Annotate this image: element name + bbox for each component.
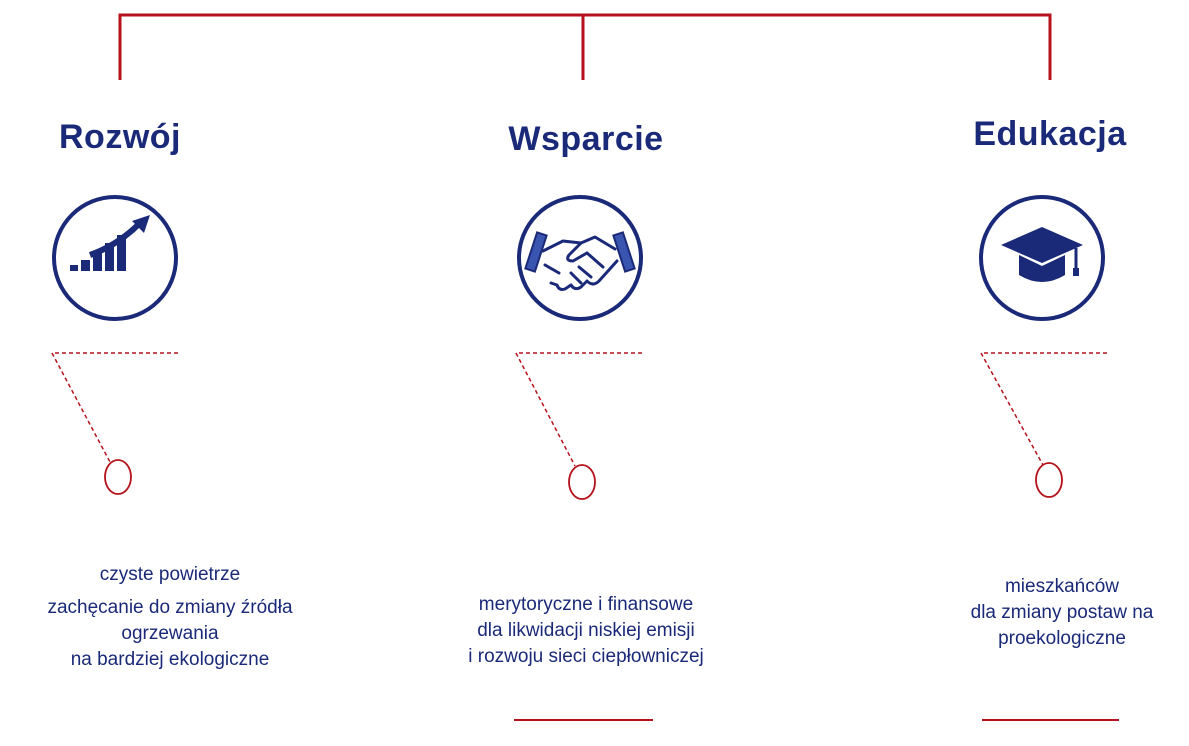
- column-title-wsparcie: Wsparcie: [508, 120, 664, 158]
- leader-line-3: [979, 352, 1107, 466]
- description-line: dla likwidacji niskiej emisji: [477, 620, 695, 641]
- leader-line-2: [514, 352, 642, 467]
- marker-circle-1: [104, 459, 132, 495]
- description-line: zachęcanie do zmiany źródła: [47, 597, 293, 618]
- leader-line-1: [50, 352, 178, 463]
- marker-circle-3: [1035, 462, 1063, 498]
- column-title-edukacja: Edukacja: [973, 115, 1127, 153]
- description-line: ogrzewania: [121, 623, 219, 644]
- description-line: merytoryczne i finansowe: [478, 594, 694, 615]
- marker-circle-2: [568, 464, 596, 500]
- description-line: czyste powietrze: [99, 564, 241, 585]
- description-line: dla zmiany postaw na: [970, 602, 1154, 623]
- handshake-icon: [515, 193, 645, 323]
- tree-bracket: [118, 13, 1052, 80]
- column-description-1: czyste powietrze zachęcanie do zmiany źr…: [47, 562, 292, 673]
- column-title-rozwoj: Rozwój: [59, 118, 181, 156]
- column-description-3: mieszkańców dla zmiany postaw na proekol…: [971, 574, 1154, 652]
- description-line: na bardziej ekologiczne: [70, 649, 270, 670]
- description-line: i rozwoju sieci ciepłowniczej: [468, 646, 704, 667]
- graduation-cap-icon: [977, 193, 1107, 323]
- column-description-2: merytoryczne i finansowe dla likwidacji …: [468, 592, 703, 670]
- description-line: proekologiczne: [998, 628, 1126, 649]
- growth-chart-icon: [50, 193, 180, 323]
- description-line: mieszkańców: [1004, 576, 1120, 597]
